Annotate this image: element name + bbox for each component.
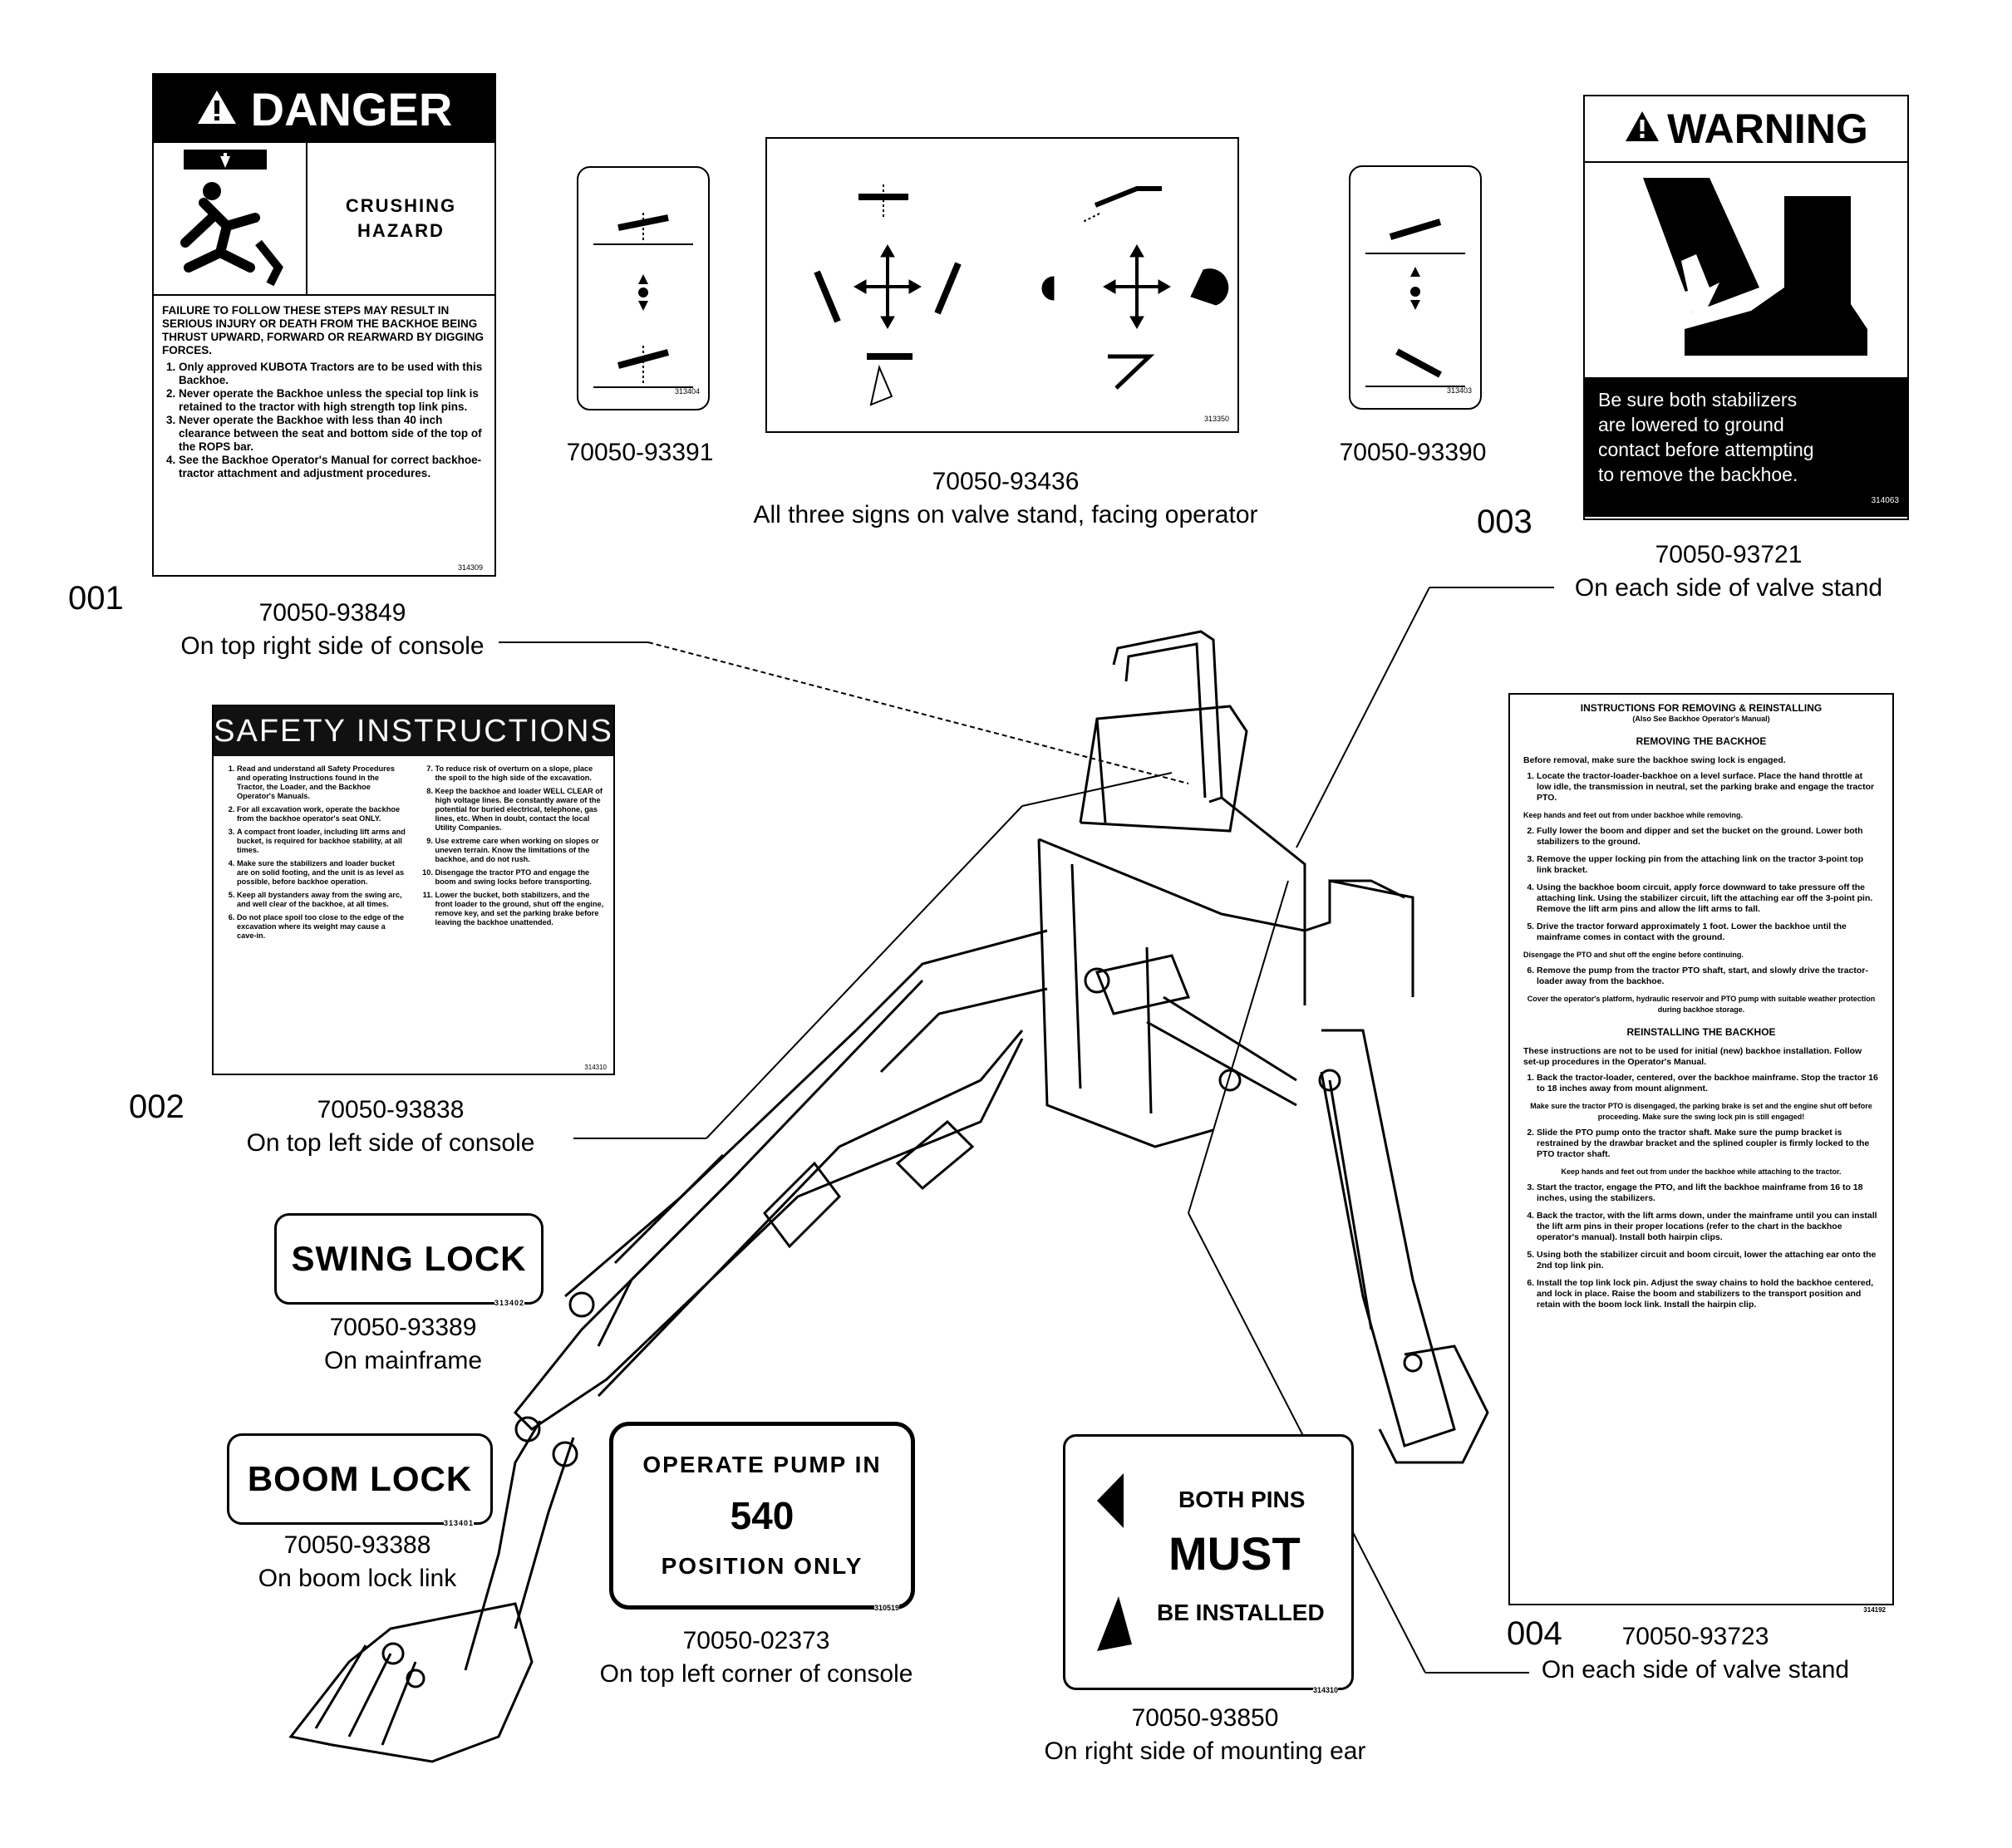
danger-code: 314309 [457,563,483,572]
danger-item: Only approved KUBOTA Tractors are to be … [179,361,486,387]
valve-left-part: 70050-93391 [566,439,714,466]
boom-control-icon [593,213,693,388]
safety-item: Read and understand all Safety Procedure… [237,764,407,801]
danger-item: See the Backhoe Operator's Manual for co… [179,454,486,480]
pump-caption: 70050-02373 On top left corner of consol… [599,1627,913,1688]
warning-caption: 70050-93721 On each side of valve stand [1574,541,1883,602]
instructions-subtitle: (Also See Backhoe Operator's Manual) [1632,715,1770,723]
pins-caption: 70050-93850 On right side of mounting ea… [1044,1704,1366,1765]
removing-step: Locate the tractor-loader-backhoe on a l… [1537,771,1879,804]
swing-lock-caption: 70050-93389 On mainframe [323,1314,483,1374]
warning-text: Be sure both stabilizers are lowered to … [1585,377,1907,517]
boom-lock-caption: 70050-93388 On boom lock link [258,1531,457,1592]
safety-item: Lower the bucket, both stabilizers, and … [435,891,606,927]
both-pins-decal: BOTH PINS MUST BE INSTALLED 314310 [1063,1434,1354,1694]
valve-sign-center: 313350 [765,137,1239,433]
valve-center-caption: 70050-93436 All three signs on valve sta… [753,468,1258,528]
danger-index: 001 [68,580,124,617]
safety-item: Make sure the stabilizers and loader buc… [237,859,407,887]
valve-sign-left: 313404 [577,166,710,410]
danger-body: FAILURE TO FOLLOW THESE STEPS MAY RESULT… [154,296,494,489]
instructions-index: 004 [1507,1615,1562,1652]
safety-item: Use extreme care when working on slopes … [435,837,606,864]
danger-item: Never operate the Backhoe unless the spe… [179,387,486,414]
boom-lock-decal: BOOM LOCK 313401 [227,1433,493,1527]
danger-caption: 70050-93849 On top right side of console [180,599,485,660]
crushing-person-icon [154,143,307,294]
reinstall-step: Slide the PTO pump onto the tractor shaf… [1537,1128,1879,1160]
valve-right-part: 70050-93390 [1339,439,1487,466]
hazard-text: CRUSHING HAZARD [345,195,457,241]
instructions-title: INSTRUCTIONS FOR REMOVING & REINSTALLING [1580,702,1823,714]
removing-reinstalling-decal: INSTRUCTIONS FOR REMOVING & REINSTALLING… [1508,693,1894,1614]
warning-triangle-icon [1624,105,1660,153]
safety-item: Do not place spoil too close to the edge… [237,913,407,941]
danger-item: Never operate the Backhoe with less than… [179,414,486,454]
warning-header: WARNING [1585,96,1907,163]
instructions-caption: 70050-93723 On each side of valve stand [1541,1623,1850,1683]
safety-item: Disengage the tractor PTO and engage the… [435,868,606,887]
removing-step: Using the backhoe boom circuit, apply fo… [1537,882,1879,915]
safety-instructions-decal: SAFETY INSTRUCTIONS Read and understand … [212,705,615,1075]
removing-title: REMOVING THE BACKHOE [1636,735,1767,747]
arrow-down-left-icon [1094,1595,1134,1657]
safety-index: 002 [129,1089,184,1125]
swing-lock-decal: SWING LOCK 313402 [274,1213,544,1307]
foot-crush-icon [1585,163,1907,377]
safety-item: Keep all bystanders away from the swing … [237,891,407,909]
safety-caption: 70050-93838 On top left side of console [246,1096,535,1157]
safety-item: To reduce risk of overturn on a slope, p… [435,764,606,783]
safety-item: For all excavation work, operate the bac… [237,805,407,823]
removing-step: Remove the pump from the tractor PTO sha… [1537,966,1879,987]
valve-sign-right: 313403 [1349,165,1482,410]
operate-pump-decal: OPERATE PUMP IN 540 POSITION ONLY 310519 [609,1422,915,1612]
removing-step: Drive the tractor forward approximately … [1537,922,1879,943]
reinstall-step: Back the tractor-loader, centered, over … [1537,1073,1879,1094]
reinstall-step: Back the tractor, with the lift arms dow… [1537,1211,1879,1243]
arrow-left-icon [1094,1472,1127,1534]
removing-step: Fully lower the boom and dipper and set … [1537,826,1879,848]
safety-header: SAFETY INSTRUCTIONS [214,706,613,756]
warning-decal: WARNING Be sure both stabilizers are low… [1583,95,1909,520]
swing-dipper-control-icon [814,184,1229,406]
danger-intro: FAILURE TO FOLLOW THESE STEPS MAY RESULT… [162,304,485,356]
warning-triangle-icon [196,82,238,136]
reinstall-step: Install the top link lock pin. Adjust th… [1537,1278,1879,1310]
warning-index: 003 [1477,504,1532,540]
danger-decal: DANGER CRUSHING HAZARD FAILURE TO FOLLOW… [152,73,496,577]
removing-step: Remove the upper locking pin from the at… [1537,854,1879,876]
reinstall-title: REINSTALLING THE BACKHOE [1626,1026,1776,1038]
safety-item: Keep the backhoe and loader WELL CLEAR o… [435,787,606,833]
stabilizer-control-icon [1365,219,1465,387]
reinstall-step: Start the tractor, engage the PTO, and l… [1537,1182,1879,1204]
safety-item: A compact front loader, including lift a… [237,828,407,855]
reinstall-step: Using both the stabilizer circuit and bo… [1537,1250,1879,1271]
danger-title: DANGER [250,82,453,135]
danger-header: DANGER [154,75,494,143]
